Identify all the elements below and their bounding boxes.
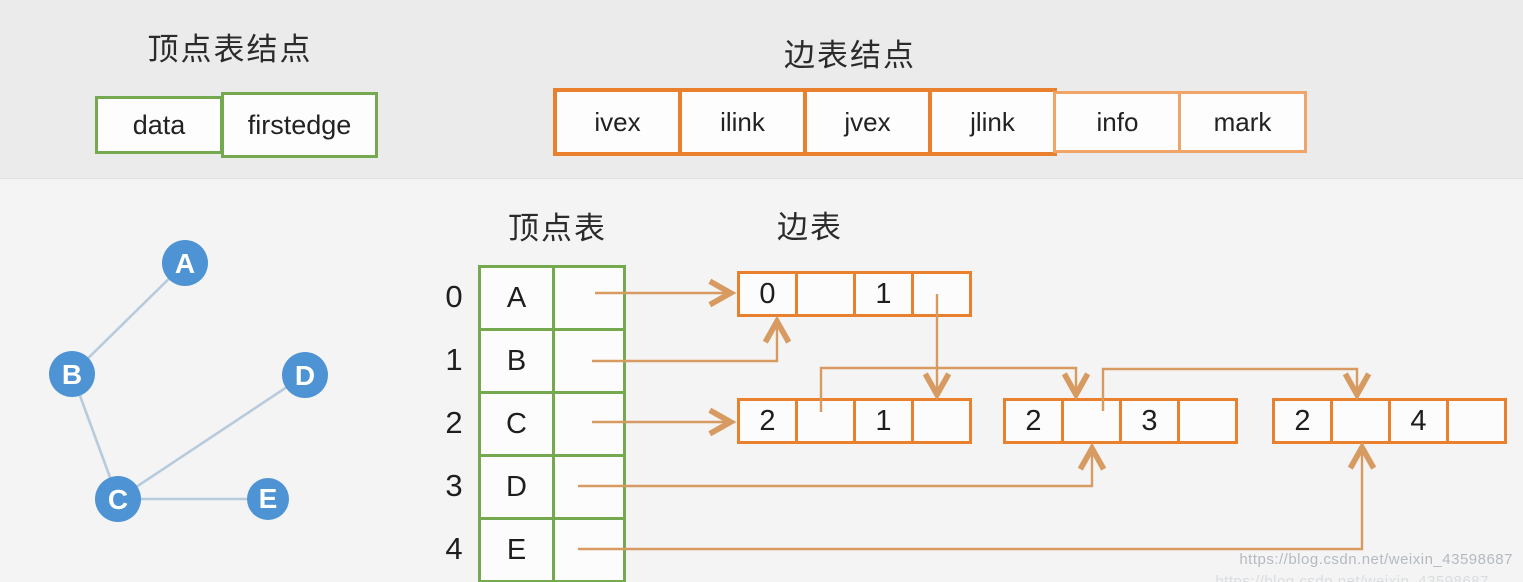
- graph-node-c-label: C: [108, 484, 128, 515]
- graph-node-d-label: D: [295, 360, 315, 391]
- edge-node-field-ilink: ilink: [678, 88, 807, 156]
- vertex-firstedge-cell: [552, 517, 626, 582]
- edge-node-structure: ivex ilink jvex jlink info mark: [553, 88, 1307, 156]
- graph-edge-b-c: [70, 373, 120, 500]
- ilink-cell: [795, 271, 856, 317]
- edge-list-node-2: 2 3: [1003, 398, 1238, 444]
- ivex-cell: 2: [737, 398, 798, 444]
- jvex-cell: 4: [1388, 398, 1449, 444]
- vertex-firstedge-cell: [552, 391, 626, 457]
- ilink-cell: [795, 398, 856, 444]
- vertex-data-cell: A: [478, 265, 555, 331]
- vertex-firstedge-cell: [552, 328, 626, 394]
- edge-node-field-jlink: jlink: [928, 88, 1057, 156]
- ivex-cell: 2: [1003, 398, 1064, 444]
- graph-edge-a-b: [71, 262, 186, 375]
- edge-node-field-jvex: jvex: [803, 88, 932, 156]
- vertex-row-1: B: [478, 328, 626, 394]
- edge-list-node-1: 2 1: [737, 398, 972, 444]
- vertex-row-3: D: [478, 454, 626, 520]
- ilink-cell: [1061, 398, 1122, 444]
- edge-node-field-mark: mark: [1178, 91, 1307, 153]
- vertex-row-0: A: [478, 265, 626, 331]
- ivex-cell: 0: [737, 271, 798, 317]
- vertex-row-4: E: [478, 517, 626, 582]
- graph-node-d: [282, 352, 328, 398]
- watermark-url: https://blog.csdn.net/weixin_43598687: [1239, 551, 1513, 568]
- graph-node-e: [247, 478, 289, 520]
- jlink-cell: [911, 398, 972, 444]
- jvex-cell: 1: [853, 398, 914, 444]
- arrow-vertex4-to-node3: [578, 450, 1362, 551]
- vertex-data-cell: C: [478, 391, 555, 457]
- graph-edge-c-d: [117, 373, 306, 501]
- vertex-table-title: 顶点表: [508, 211, 607, 246]
- vertex-data-cell: E: [478, 517, 555, 582]
- graph-node-a-label: A: [175, 248, 195, 279]
- vertex-data-cell: B: [478, 328, 555, 394]
- edge-list-node-3: 2 4: [1272, 398, 1507, 444]
- jlink-cell: [1446, 398, 1507, 444]
- graph-node-b: [49, 351, 95, 397]
- ivex-cell: 2: [1272, 398, 1333, 444]
- vertex-node-field-firstedge: firstedge: [221, 92, 378, 158]
- vertex-firstedge-cell: [552, 454, 626, 520]
- vertex-data-cell: D: [478, 454, 555, 520]
- vertex-index-4: 4: [445, 531, 463, 566]
- jlink-cell: [1177, 398, 1238, 444]
- vertex-node-structure: data firstedge: [95, 92, 378, 158]
- graph-node-c: [95, 476, 141, 522]
- vertex-index-3: 3: [445, 468, 463, 503]
- jvex-cell: 1: [853, 271, 914, 317]
- vertex-firstedge-cell: [552, 265, 626, 331]
- vertex-index-0: 0: [445, 279, 463, 314]
- jvex-cell: 3: [1119, 398, 1180, 444]
- vertex-index-1: 1: [445, 342, 463, 377]
- watermark-url-faint: https://blog.csdn.net/weixin_43598687: [1215, 573, 1489, 582]
- graph-figure: A B C D E: [49, 240, 328, 522]
- vertex-index-2: 2: [445, 405, 463, 440]
- vertex-node-field-data: data: [95, 96, 223, 154]
- edge-node-field-ivex: ivex: [553, 88, 682, 156]
- graph-node-a: [162, 240, 208, 286]
- edge-node-title: 边表结点: [784, 38, 916, 73]
- edge-node-field-info: info: [1053, 91, 1182, 153]
- graph-node-e-label: E: [259, 483, 278, 514]
- vertex-row-2: C: [478, 391, 626, 457]
- graph-node-b-label: B: [62, 359, 82, 390]
- jlink-cell: [911, 271, 972, 317]
- edge-table-title: 边表: [777, 210, 843, 245]
- edge-list-node-0: 0 1: [737, 271, 972, 317]
- vertex-node-title: 顶点表结点: [147, 32, 313, 67]
- vertex-table: A B C D E: [478, 265, 626, 582]
- arrow-vertex3-to-node2: [578, 451, 1092, 488]
- ilink-cell: [1330, 398, 1391, 444]
